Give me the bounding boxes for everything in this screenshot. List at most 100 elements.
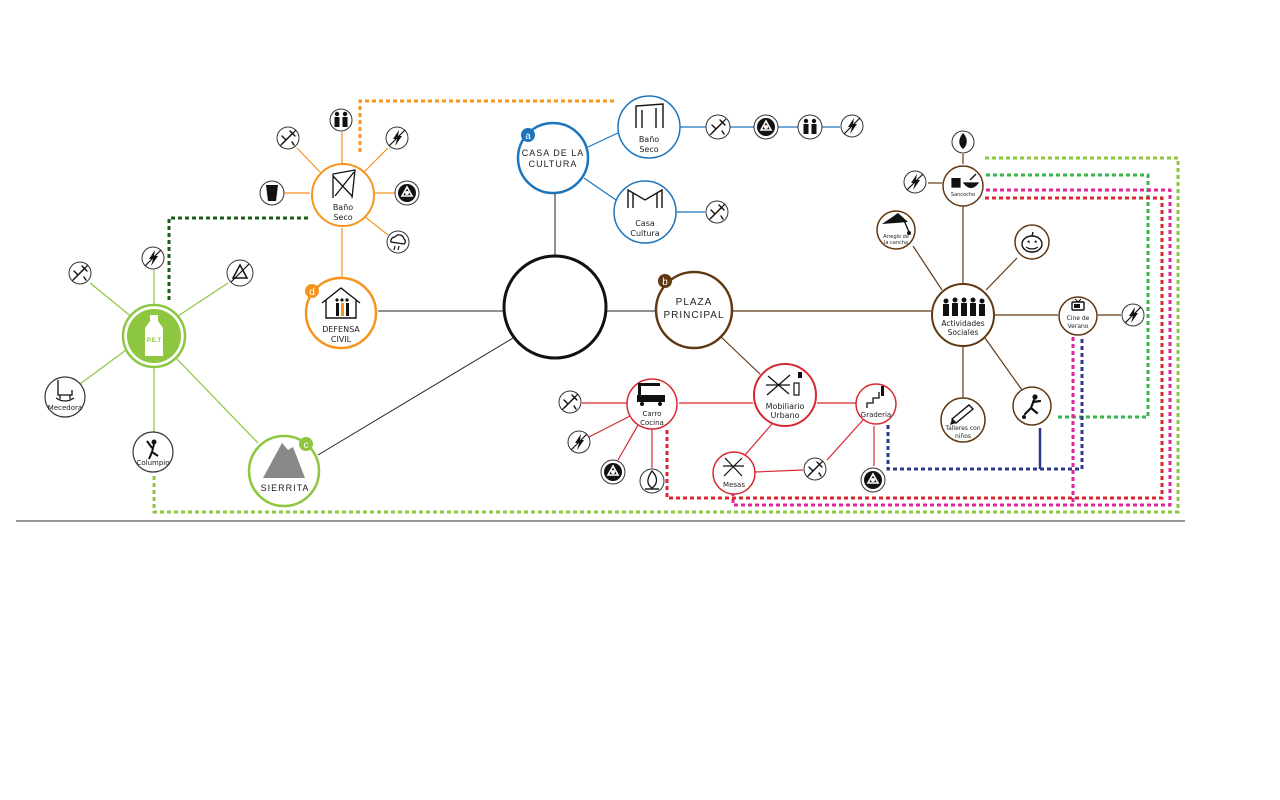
defensa-civil-hub[interactable]: DEFENSA CIVIL: [304, 276, 378, 350]
lightning-bolt-icon[interactable]: [385, 126, 409, 150]
tv-icon: [1071, 298, 1085, 311]
dashed-link-navy: [886, 338, 1084, 471]
dashed-link-magenta: [731, 188, 1172, 507]
tools-icon[interactable]: [558, 390, 582, 414]
lightning-bolt-icon[interactable]: [141, 246, 165, 270]
casa-cultura-line2: CULTURA: [529, 159, 578, 169]
bano-seco-blue-node[interactable]: Baño Seco: [617, 95, 681, 159]
sierrita-badge-letter: c: [304, 440, 309, 451]
hub-links: [317, 192, 656, 456]
mobiliario-urbano-line2: Urbano: [770, 411, 799, 420]
graderia-label: Gradería: [861, 411, 891, 419]
dry-toilet-icon: [635, 103, 664, 128]
mountain-icon: [263, 443, 305, 478]
casa-cultura-small-node[interactable]: Casa Cultura: [613, 180, 677, 244]
bano-seco-blue-line1: Baño: [639, 135, 659, 144]
center-hub[interactable]: [502, 254, 608, 360]
arreglo-cancha-node[interactable]: Arreglo de la cancha: [876, 210, 916, 250]
bleachers-icon: [866, 386, 884, 408]
dashed-link-dark-green: [167, 216, 310, 300]
fire-icon[interactable]: [951, 130, 975, 154]
mobiliario-urbano-node[interactable]: Mobiliario Urbano: [753, 363, 817, 427]
defensa-civil-line2: CIVIL: [331, 335, 352, 344]
bano-seco-orange-node[interactable]: Baño Seco: [311, 163, 375, 227]
soccer-player-icon[interactable]: [1012, 386, 1052, 426]
people-icon[interactable]: [797, 114, 823, 140]
fire-icon[interactable]: [639, 468, 665, 494]
cine-verano-line2: Verano: [1068, 323, 1089, 330]
dashed-link-light-green: [152, 156, 1180, 514]
tools-icon[interactable]: [276, 126, 300, 150]
mobiliario-red-links: [582, 402, 875, 473]
carro-cocina-line2: Cocina: [640, 419, 664, 427]
tools-icon[interactable]: [705, 200, 729, 224]
columpio-label: Columpio: [136, 459, 169, 467]
pet-label: P.E.T: [147, 338, 162, 344]
graderia-node[interactable]: Gradería: [855, 383, 897, 425]
cine-verano-node[interactable]: Cine de Verano: [1058, 296, 1098, 336]
recycle-icon[interactable]: [753, 114, 779, 140]
recycle-icon[interactable]: [394, 180, 420, 206]
dashed-link-orange: [358, 99, 616, 152]
bin-icon[interactable]: [259, 180, 285, 206]
lightning-bolt-icon[interactable]: [903, 170, 927, 194]
pet-hub[interactable]: P.E.T: [121, 303, 187, 369]
defensa-civil-badge: [305, 284, 319, 298]
bano-seco-orange-line1: Baño: [333, 203, 353, 212]
sancocho-node[interactable]: Sancocho: [942, 165, 984, 207]
plaza-brown-links: [719, 154, 1121, 398]
recycle-icon[interactable]: [600, 459, 626, 485]
cine-verano-line1: Cine de: [1067, 315, 1090, 322]
talleres-line2: niños: [955, 433, 971, 440]
arreglo-cancha-line2: la cancha: [884, 240, 908, 246]
rocking-chair-icon: [55, 380, 75, 402]
mecedora-label: Mecedora: [48, 404, 82, 412]
tools-icon[interactable]: [68, 261, 92, 285]
bottle-icon: [145, 315, 163, 356]
tools-icon[interactable]: [705, 114, 731, 140]
recycle-icon[interactable]: [860, 467, 886, 493]
cooking-cart-icon: [637, 383, 665, 406]
mesas-label: Mesas: [723, 481, 745, 489]
tools-icon[interactable]: [803, 457, 827, 481]
table-icon: [766, 372, 802, 396]
cloud-rain-icon[interactable]: [386, 230, 410, 254]
swing-icon: [146, 439, 159, 460]
actividades-sociales-node[interactable]: Actividades Sociales: [931, 283, 995, 347]
house-icon: [321, 287, 361, 319]
mesas-node[interactable]: Mesas: [712, 451, 756, 495]
bano-seco-orange-line2: Seco: [333, 213, 352, 222]
plaza-principal-line2: PRINCIPAL: [663, 310, 724, 321]
lightning-bolt-icon[interactable]: [1121, 303, 1145, 327]
mecedora-node[interactable]: Mecedora: [44, 376, 86, 418]
casa-cultura-hub[interactable]: CASA DE LA CULTURA: [516, 121, 590, 195]
sierrita-hub[interactable]: SIERRITA: [247, 434, 321, 508]
actividades-sociales-line2: Sociales: [948, 328, 979, 337]
dashed-link-red: [665, 196, 1164, 500]
casa-cultura-small-line2: Cultura: [630, 229, 659, 238]
casa-cultura-line1: CASA DE LA: [522, 148, 585, 158]
recycle-icon[interactable]: [226, 259, 254, 287]
carro-cocina-node[interactable]: Carro Cocina: [626, 378, 678, 430]
sierrita-badge: [299, 437, 313, 451]
sancocho-label: Sancocho: [951, 192, 975, 198]
defensa-civil-badge-letter: d: [309, 287, 315, 298]
casa-cultura-badge: [521, 128, 535, 142]
people-icon: [943, 297, 985, 316]
lightning-bolt-icon[interactable]: [567, 430, 591, 454]
talleres-node[interactable]: Talleres con niños: [940, 397, 986, 443]
lightning-bolt-icon[interactable]: [840, 114, 864, 138]
plaza-principal-line1: PLAZA: [676, 297, 713, 308]
bano-seco-blue-line2: Seco: [639, 145, 658, 154]
structure-icon: [627, 188, 663, 208]
casa-cultura-badge-letter: a: [525, 131, 531, 142]
pumpkin-icon[interactable]: [1014, 224, 1050, 260]
talleres-line1: Talleres con: [944, 425, 980, 432]
columpio-node[interactable]: Columpio: [132, 431, 174, 473]
sierrita-label: SIERRITA: [261, 483, 310, 493]
people-icon[interactable]: [329, 108, 353, 132]
table-icon: [723, 457, 744, 477]
plaza-principal-hub[interactable]: PLAZA PRINCIPAL: [654, 270, 734, 350]
pot-icon: [951, 173, 980, 189]
